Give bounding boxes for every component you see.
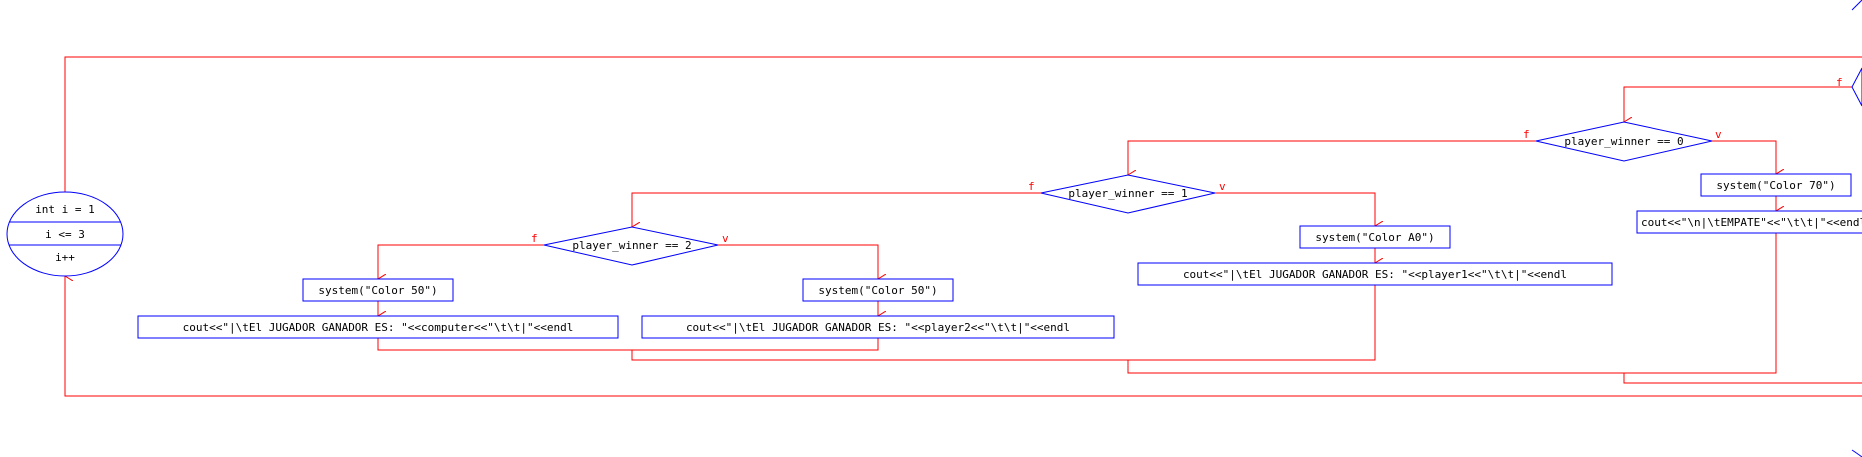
edge-d0-true (1712, 140, 1776, 174)
statement-computer-text: cout<<"|\tEl JUGADOR GANADOR ES: "<<comp… (183, 321, 574, 334)
statement-player1-text: cout<<"|\tEl JUGADOR GANADOR ES: "<<play… (1183, 268, 1567, 281)
statement-color-50-false-text: system("Color 50") (318, 284, 437, 297)
statement-player2-text: cout<<"|\tEl JUGADOR GANADOR ES: "<<play… (686, 321, 1070, 334)
statement-color-a0-text: system("Color A0") (1315, 231, 1434, 244)
edge-player2-merge (631, 338, 1128, 361)
d1-false-flag: f (1028, 180, 1035, 193)
d0-true-flag: v (1715, 128, 1722, 141)
statement-player1[interactable]: cout<<"|\tEl JUGADOR GANADOR ES: "<<play… (1137, 262, 1613, 286)
edge-d2-true (718, 244, 878, 279)
edge-computer-merge (377, 338, 632, 351)
decision-d2-label: player_winner == 2 (572, 239, 691, 252)
statement-empate-text: cout<<"\n|\tEMPATE"<<"\t\t|"<<endl (1641, 216, 1862, 229)
d2-true-flag: v (722, 232, 729, 245)
loop-back-edge-bottom (65, 276, 1862, 397)
statement-player2[interactable]: cout<<"|\tEl JUGADOR GANADOR ES: "<<play… (641, 315, 1115, 339)
decision-d0-label: player_winner == 0 (1564, 135, 1683, 148)
d2-false-flag: f (531, 232, 538, 245)
clipped-shape-top-right (1851, 0, 1862, 11)
loop-condition: i <= 3 (45, 228, 85, 241)
top-false-flag: f (1836, 76, 1843, 89)
statement-computer[interactable]: cout<<"|\tEl JUGADOR GANADOR ES: "<<comp… (137, 315, 619, 339)
edge-d0-false (1128, 140, 1536, 175)
edge-d2-false (378, 244, 544, 279)
statement-color-50-false[interactable]: system("Color 50") (302, 278, 454, 302)
decision-player-winner-2[interactable]: player_winner == 2 (543, 226, 719, 266)
decision-d1-label: player_winner == 1 (1068, 187, 1187, 200)
statement-color-a0[interactable]: system("Color A0") (1299, 225, 1451, 249)
statement-color-70[interactable]: system("Color 70") (1700, 173, 1852, 197)
loop-init: int i = 1 (35, 203, 95, 216)
decision-player-winner-1[interactable]: player_winner == 1 (1040, 174, 1216, 214)
clipped-shape-bottom-right (1851, 449, 1862, 457)
edge-empate-merge (1623, 233, 1862, 384)
d0-false-flag: f (1523, 128, 1530, 141)
statement-empate[interactable]: cout<<"\n|\tEMPATE"<<"\t\t|"<<endl (1636, 210, 1862, 234)
statement-color-70-text: system("Color 70") (1716, 179, 1835, 192)
d1-true-flag: v (1219, 180, 1226, 193)
edge-player1-merge (1127, 285, 1624, 374)
decision-player-winner-0[interactable]: player_winner == 0 (1535, 121, 1713, 162)
statement-color-50-true[interactable]: system("Color 50") (802, 278, 954, 302)
statement-color-50-true-text: system("Color 50") (818, 284, 937, 297)
for-loop-node[interactable]: int i = 1 i <= 3 i++ (6, 191, 124, 277)
loop-back-edge-top (64, 56, 1862, 192)
loop-increment: i++ (55, 251, 75, 264)
decision-top-partial[interactable] (1851, 67, 1862, 107)
connector-lines (64, 56, 1862, 397)
edge-d1-true (1215, 192, 1375, 226)
edge-d1-false (632, 192, 1041, 227)
edge-top-false (1624, 86, 1862, 122)
